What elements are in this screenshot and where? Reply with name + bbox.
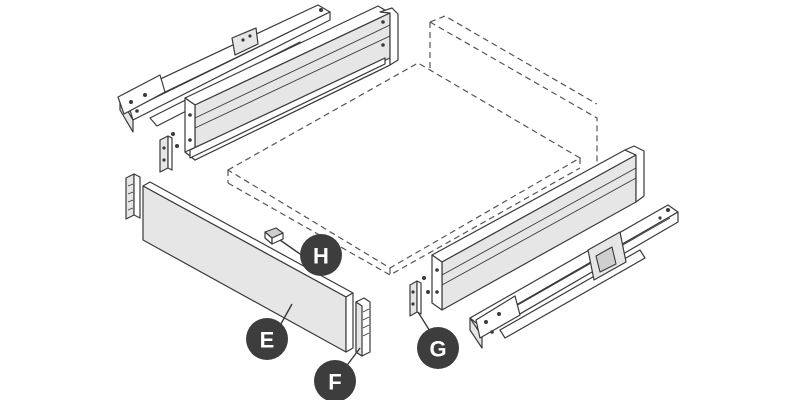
- right-front-bracket-G: [409, 276, 430, 317]
- label-badge-E: E: [246, 318, 288, 360]
- right-runner-rail: [469, 204, 679, 349]
- label-F-text: F: [328, 370, 341, 395]
- label-badge-G: G: [417, 327, 459, 369]
- label-badge-H: H: [300, 234, 342, 276]
- left-side-panel: [184, 5, 399, 161]
- drawer-bottom-outline: [226, 62, 582, 276]
- right-side-panel: [431, 145, 645, 311]
- label-badge-F: F: [314, 360, 356, 400]
- front-panel-E: [142, 181, 354, 353]
- left-front-bracket: [159, 132, 179, 173]
- label-H-text: H: [313, 244, 329, 269]
- label-E-text: E: [260, 328, 275, 353]
- clip-H: [264, 227, 284, 245]
- callout-line-H: [279, 239, 301, 255]
- label-G-text: G: [429, 337, 446, 362]
- drawer-back-outline: [429, 15, 598, 162]
- front-panel-bracket-F: [355, 297, 371, 357]
- front-panel-bracket-left: [125, 173, 141, 220]
